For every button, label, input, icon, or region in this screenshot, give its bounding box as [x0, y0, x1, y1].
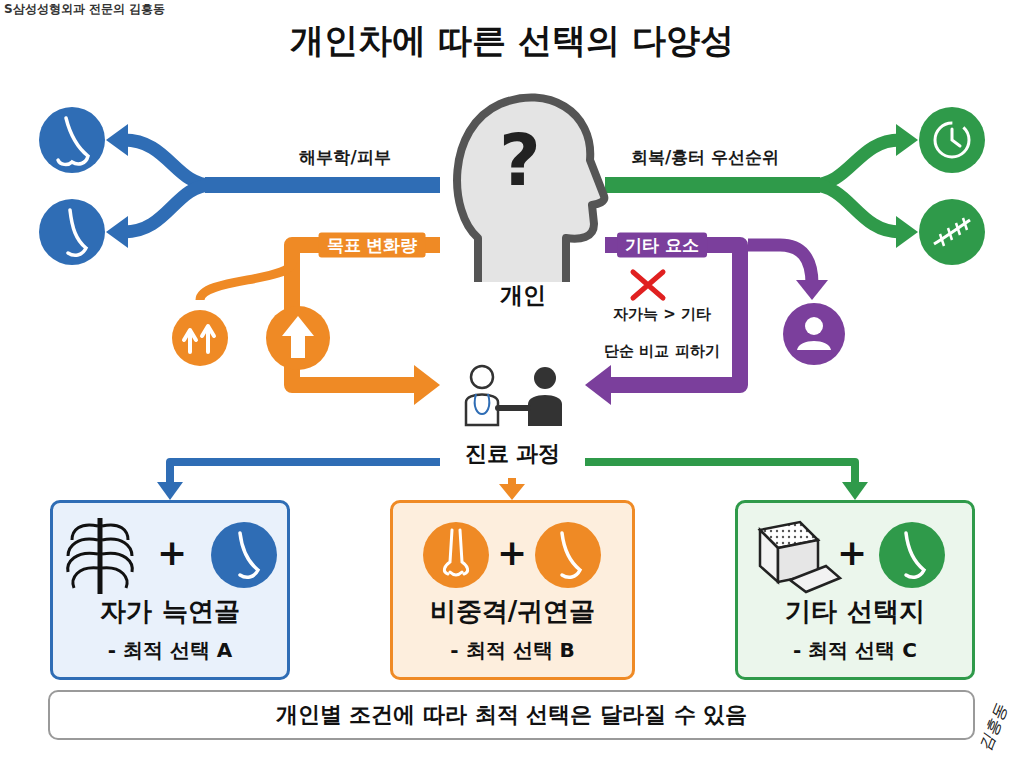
watermark: S삼성성형외과 전문의 김흥동 — [4, 3, 165, 17]
node-heading: 진료 과정 — [465, 440, 561, 469]
node-heading: 개인별 조건에 따라 최적 선택은 달라질 수 있음 — [276, 701, 748, 730]
arrow-head — [106, 124, 128, 156]
nose-icon — [879, 522, 945, 588]
connector-line — [585, 462, 855, 482]
purple-branch — [748, 245, 812, 284]
connector — [157, 462, 440, 500]
plus-sign: + — [497, 532, 527, 573]
arrow-head — [842, 482, 868, 500]
connector-line — [508, 478, 516, 484]
nose-icon — [211, 522, 277, 588]
arrow-head — [499, 484, 525, 500]
process-box: 자가 늑연골 - 최적 선택 A — [50, 500, 290, 680]
arrow-head — [896, 124, 918, 156]
diagram-title: 개인차에 따른 선택의 다양성 — [0, 18, 1024, 64]
nose-icon — [39, 107, 105, 265]
plus-sign: + — [837, 532, 867, 573]
node-heading: 기타 선택지 — [785, 595, 924, 629]
process-box: 개인별 조건에 따라 최적 선택은 달라질 수 있음 — [48, 690, 975, 740]
process-box: 진료 과정 — [440, 360, 585, 478]
node-content: 비중격/귀연골 - 최적 선택 B — [393, 503, 632, 663]
blue-branch — [124, 140, 440, 232]
node-content: 진료 과정 — [440, 360, 585, 469]
node-heading: 개인 — [500, 281, 546, 311]
cartilage-block-icon — [760, 522, 840, 592]
arrow-head — [414, 365, 440, 405]
arrow-head — [106, 216, 128, 248]
node-content: 기타 선택지 - 최적 선택 C — [738, 503, 972, 663]
connector-line — [170, 462, 440, 482]
signature: 김흥동 — [976, 702, 1011, 753]
question-mark: ? — [499, 119, 541, 202]
box-ground — [50, 500, 290, 680]
green-branch — [605, 140, 900, 232]
box-ground — [735, 500, 975, 680]
head-icon — [457, 97, 604, 282]
nose-icon — [423, 522, 601, 588]
arrow-head — [796, 280, 828, 300]
red-cross-mark — [633, 272, 663, 298]
node-heading: 자가 늑연골 — [100, 595, 239, 629]
node-content: 자가 늑연골 - 최적 선택 A — [53, 503, 287, 663]
rib-cage-icon — [68, 518, 133, 594]
connector — [585, 462, 868, 500]
arrow-head — [896, 216, 918, 248]
edge-label: 기타 요소 — [617, 233, 707, 258]
node-subtext: - 최적 선택 A — [108, 637, 233, 663]
note-text: 자가늑 > 기타 — [613, 306, 711, 323]
process-box: 기타 선택지 - 최적 선택 C — [735, 500, 975, 680]
plus-sign: + — [157, 532, 187, 573]
clock-icon — [919, 107, 985, 173]
node-subtext: - 최적 선택 C — [793, 637, 917, 663]
person-icon — [783, 303, 845, 365]
branch-label: 해부학/피부 — [299, 148, 390, 168]
branch-label: 회복/흉터 우선순위 — [631, 148, 779, 168]
scar-icon — [919, 199, 985, 265]
doctor-icon — [466, 366, 562, 426]
note-text: 단순 비교 피하기 — [604, 343, 719, 360]
edge-label: 목표 변화량 — [319, 233, 426, 258]
connector-line — [605, 245, 740, 385]
process-box: 비중격/귀연골 - 최적 선택 B — [390, 500, 635, 680]
connector — [499, 478, 525, 500]
connector — [585, 245, 740, 405]
node-subtext: - 최적 선택 B — [450, 637, 574, 663]
box-ground — [390, 500, 635, 680]
node-heading: 비중격/귀연골 — [430, 595, 596, 629]
arrow-head — [585, 365, 611, 405]
node-content: 개인별 조건에 따라 최적 선택은 달라질 수 있음 — [50, 692, 973, 738]
arrow-head — [157, 482, 183, 500]
up-arrow-icon — [172, 306, 330, 370]
orange-branch — [200, 262, 292, 300]
